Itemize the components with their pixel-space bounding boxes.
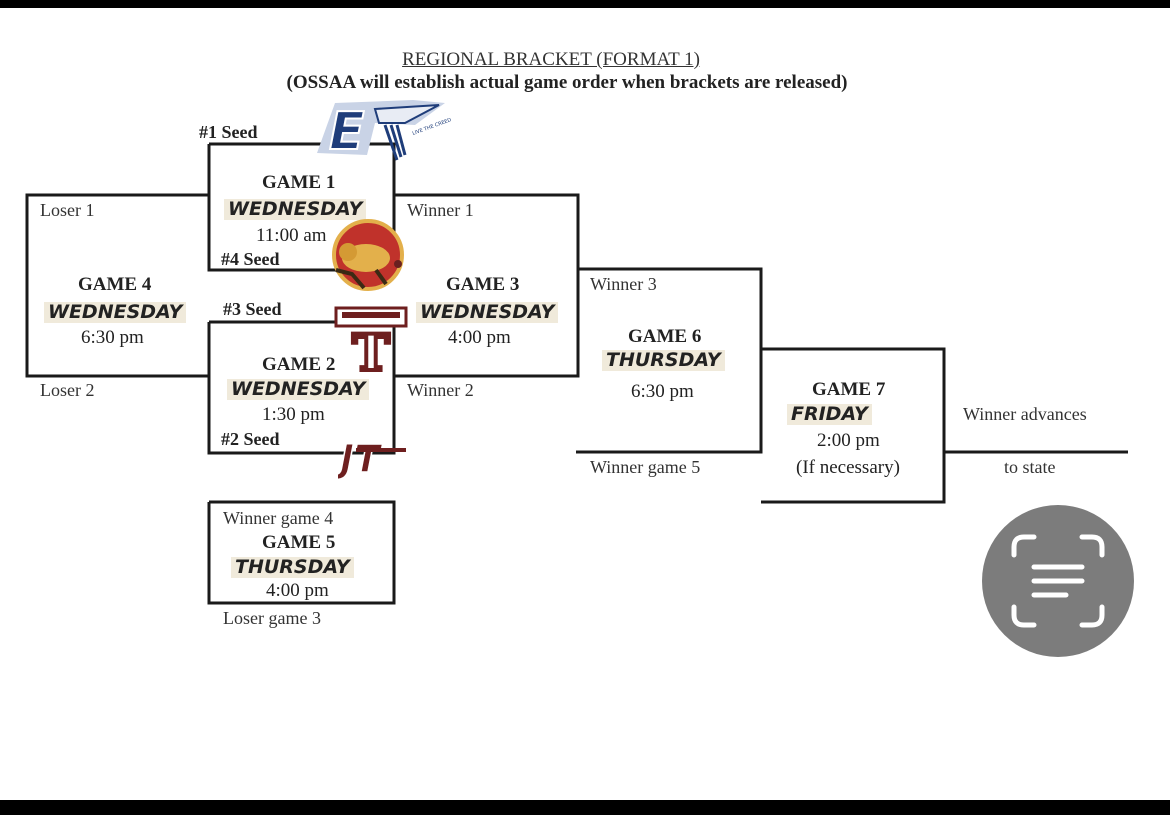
game-6-time: 6:30 pm: [631, 381, 694, 402]
game-2-time: 1:30 pm: [262, 404, 325, 425]
seed-2-logo-letters: JT: [338, 437, 383, 481]
game-2-name: GAME 2: [262, 354, 336, 375]
seed-3-team-logo: T: [334, 306, 408, 372]
game-2-day: WEDNESDAY: [227, 379, 370, 400]
game-5-time: 4:00 pm: [266, 580, 329, 601]
seed-1-logo-letter: E: [329, 102, 365, 162]
seed-1-label: #1 Seed: [199, 122, 258, 142]
game-1-time: 11:00 am: [256, 225, 327, 246]
winner-3-label: Winner 3: [590, 274, 657, 294]
seed-2-team-logo: JT: [338, 436, 406, 482]
game-7-name: GAME 7: [812, 379, 886, 400]
game-6-day: THURSDAY: [602, 350, 725, 371]
top-bar: [0, 0, 1170, 8]
bracket-subtitle: (OSSAA will establish actual game order …: [286, 72, 848, 93]
winner-1-label: Winner 1: [407, 200, 474, 220]
game-7-day: FRIDAY: [787, 404, 872, 425]
winner-advances-label: Winner advances: [963, 404, 1087, 424]
game-4-day: WEDNESDAY: [44, 302, 187, 323]
text-scan-button[interactable]: [982, 505, 1134, 657]
bracket-title: REGIONAL BRACKET (FORMAT 1): [402, 49, 700, 70]
winner-2-label: Winner 2: [407, 380, 474, 400]
game-5-day: THURSDAY: [231, 557, 354, 578]
seed-4-label: #4 Seed: [221, 249, 280, 269]
game-4-name: GAME 4: [78, 274, 152, 295]
game-6-name: GAME 6: [628, 326, 702, 347]
seed-1-team-logo: E LIVE THE CREED: [317, 100, 452, 163]
loser-1-label: Loser 1: [40, 200, 95, 220]
game-1-name: GAME 1: [262, 172, 336, 193]
text-scan-icon: [1011, 534, 1105, 628]
seed-3-logo-letter: T: [352, 323, 389, 372]
winner-game-5-label: Winner game 5: [590, 457, 701, 477]
game-7-time: 2:00 pm: [817, 430, 880, 451]
game-3-time: 4:00 pm: [448, 327, 511, 348]
game-3-day: WEDNESDAY: [416, 302, 559, 323]
seed-3-label: #3 Seed: [223, 299, 282, 319]
loser-2-label: Loser 2: [40, 380, 95, 400]
game-7-note: (If necessary): [796, 457, 900, 478]
seed-2-label: #2 Seed: [221, 429, 280, 449]
seed-4-team-logo: [332, 219, 404, 291]
game-1-day: WEDNESDAY: [224, 199, 367, 220]
loser-game-3-label: Loser game 3: [223, 608, 321, 628]
winner-game-4-label: Winner game 4: [223, 508, 334, 528]
to-state-label: to state: [1004, 457, 1056, 477]
game-5-name: GAME 5: [262, 532, 336, 553]
game-3-name: GAME 3: [446, 274, 520, 295]
game-4-time: 6:30 pm: [81, 327, 144, 348]
bottom-bar: [0, 800, 1170, 815]
